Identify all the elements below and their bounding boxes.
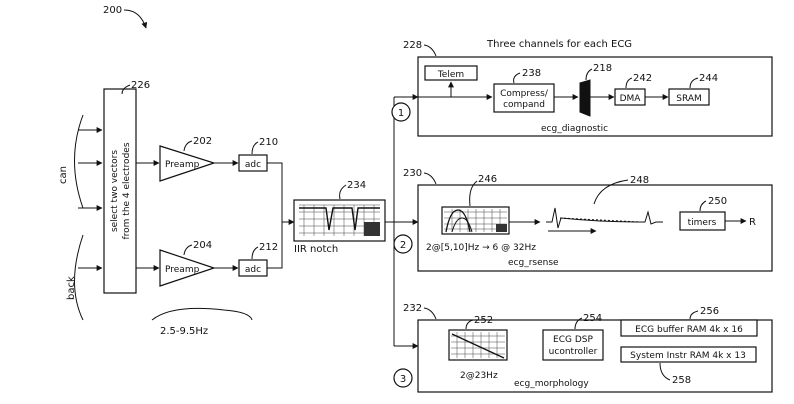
adc-bottom-leader xyxy=(252,247,258,259)
ch2-filter-ref: 246 xyxy=(478,174,497,185)
iir-notch-label: IIR notch xyxy=(294,244,338,255)
iir-notch-leader xyxy=(340,185,346,199)
selector-line-1: select two vectors xyxy=(110,150,120,232)
adc-top-to-iir xyxy=(267,163,282,222)
sram-ref: 244 xyxy=(699,73,718,84)
selector-line-2: from the 4 electrodes xyxy=(122,142,132,239)
bandwidth-label: 2.5-9.5Hz xyxy=(160,326,208,337)
mux-ref: 218 xyxy=(593,63,612,74)
preamp-top-label: Preamp xyxy=(165,160,200,170)
ch3-filter-ref: 252 xyxy=(474,315,493,326)
compress-label-1: Compress/ xyxy=(500,89,549,99)
ch2-filter-shade xyxy=(496,224,507,232)
iir-notch-shade xyxy=(364,222,380,236)
r-output-label: R xyxy=(749,217,756,228)
channel-1-number: 1 xyxy=(398,108,404,119)
dma-label: DMA xyxy=(620,94,642,104)
adc-top-label: adc xyxy=(245,160,261,170)
selector-ref: 226 xyxy=(131,80,150,91)
ecg-buffer-ram-label: ECG buffer RAM 4k x 16 xyxy=(635,325,743,335)
adc-bottom-ref: 212 xyxy=(259,242,278,253)
channel-2-number: 2 xyxy=(400,240,406,251)
compress-ref: 238 xyxy=(522,68,541,79)
telem-label: Telem xyxy=(437,70,464,80)
timers-label: timers xyxy=(688,218,717,228)
dsp-ref: 254 xyxy=(583,313,602,324)
figure-ref: 200 xyxy=(103,5,122,16)
channel-2-label: ecg_rsense xyxy=(508,258,559,268)
can-label: can xyxy=(58,166,69,184)
preamp-bottom-ref: 204 xyxy=(193,240,212,251)
channel-1-ref: 228 xyxy=(403,40,422,51)
dsp-label-1: ECG DSP xyxy=(553,335,593,345)
channels-title: Three channels for each ECG xyxy=(486,39,632,50)
sram-label: SRAM xyxy=(676,94,702,104)
preamp-bottom-label: Preamp xyxy=(165,265,200,275)
timers-ref: 250 xyxy=(708,196,727,207)
channel-1-label: ecg_diagnostic xyxy=(541,124,608,134)
dsp-label-2: ucontroller xyxy=(549,347,598,357)
channel-3-number: 3 xyxy=(400,374,406,385)
bandwidth-bracket xyxy=(152,308,252,320)
ecg-buffer-ram-leader xyxy=(690,311,698,319)
ecg-buffer-ram-ref: 256 xyxy=(700,306,719,317)
can-electrode-curve xyxy=(75,115,84,208)
channel-2-ref: 230 xyxy=(403,168,422,179)
preamp-top-ref: 202 xyxy=(193,136,212,147)
ch2-wave-ref: 248 xyxy=(630,175,649,186)
mux-shape xyxy=(580,80,590,116)
system-instr-ram-ref: 258 xyxy=(672,375,691,386)
adc-top-ref: 210 xyxy=(259,137,278,148)
back-label: back xyxy=(66,276,77,300)
system-instr-ram-label: System Instr RAM 4k x 13 xyxy=(630,351,746,361)
ch3-rate: 2@23Hz xyxy=(460,371,498,381)
dma-ref: 242 xyxy=(633,73,652,84)
preamp-bottom-leader xyxy=(184,245,192,255)
ch2-rate: 2@[5,10]Hz → 6 @ 32Hz xyxy=(426,243,536,253)
channel-3-ref: 232 xyxy=(403,303,422,314)
iir-notch-ref: 234 xyxy=(347,180,366,191)
channel-3-leader xyxy=(424,308,436,319)
preamp-top-leader xyxy=(184,141,192,151)
channel-2-leader xyxy=(424,173,436,184)
compress-label-2: compand xyxy=(503,100,545,110)
channel-1-leader xyxy=(424,45,436,56)
adc-top-leader xyxy=(252,142,258,154)
figure-ref-arrow xyxy=(124,10,146,28)
adc-bottom-label: adc xyxy=(245,265,261,275)
channel-3-label: ecg_morphology xyxy=(514,379,589,389)
